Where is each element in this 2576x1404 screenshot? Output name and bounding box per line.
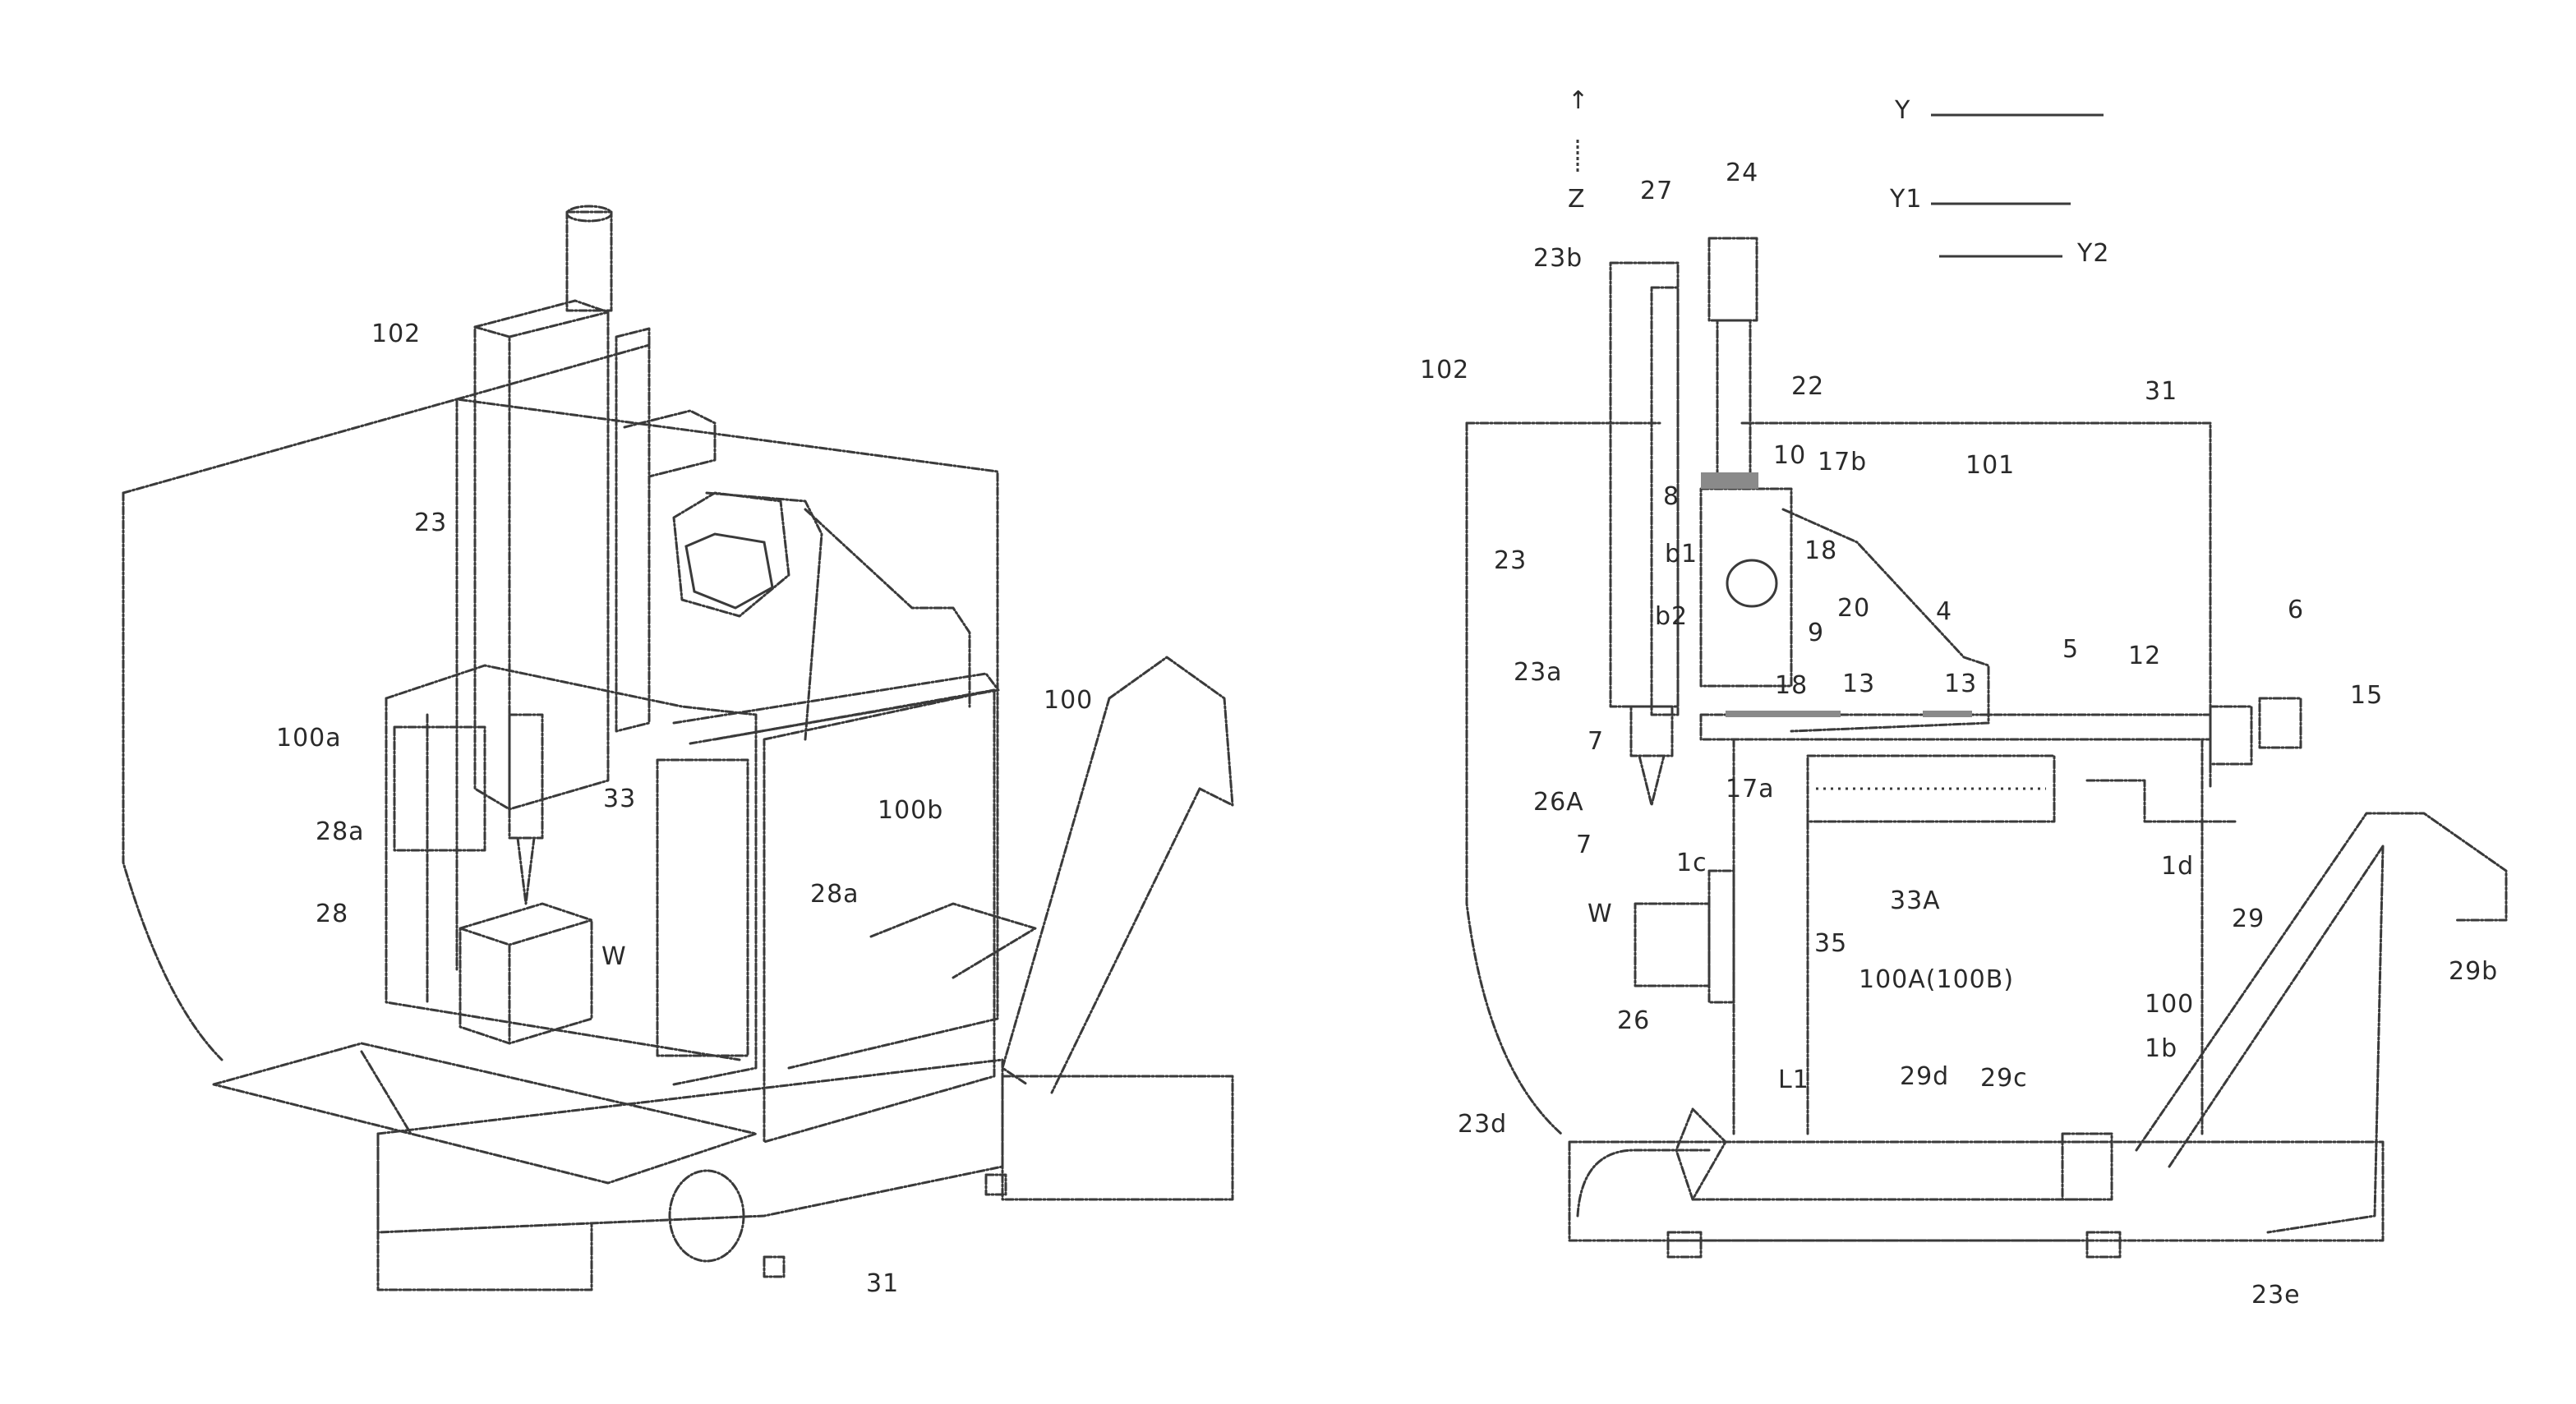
label-15: 15 [2350,684,2383,708]
label-L1: L1 [1778,1068,1809,1093]
label-33A: 33A [1890,889,1941,914]
label-26A: 26A [1533,790,1584,815]
label-23-right: 23 [1494,549,1527,573]
label-23e: 23e [2251,1283,2301,1308]
label-23a: 23a [1514,661,1563,685]
label-1d: 1d [2161,854,2194,879]
label-100b: 100b [878,799,943,823]
axis-z-label: Z [1568,187,1586,212]
label-33: 33 [603,787,636,812]
axis-y-label: Y [1895,99,1910,123]
label-100-left: 100 [1044,688,1093,713]
label-31-left: 31 [866,1272,899,1296]
label-28a-left: 28a [316,820,365,845]
label-1b: 1b [2145,1037,2177,1061]
label-W-right: W [1588,902,1613,927]
label-17a: 17a [1726,777,1775,802]
label-13-right: 13 [1944,672,1977,697]
label-100a: 100a [276,726,342,751]
label-24: 24 [1726,161,1758,186]
label-4: 4 [1936,600,1952,624]
label-28a-right: 28a [810,882,859,907]
label-26: 26 [1617,1009,1650,1033]
label-102-right: 102 [1420,358,1469,383]
axis-y1-label: Y1 [1890,187,1922,212]
label-12: 12 [2128,644,2161,669]
label-102: 102 [371,322,421,347]
label-18-upper: 18 [1804,539,1837,564]
label-23d: 23d [1458,1112,1507,1137]
label-23: 23 [414,511,447,536]
label-b1: b1 [1665,542,1698,567]
label-b2: b2 [1655,605,1688,629]
label-18-lower: 18 [1775,674,1808,698]
label-5: 5 [2062,638,2079,662]
label-101: 101 [1965,453,2015,478]
label-13-left: 13 [1842,672,1875,697]
label-1c: 1c [1676,851,1707,876]
label-100A-100B: 100A(100B) [1859,968,2014,992]
label-W-left: W [601,945,627,969]
label-17b: 17b [1818,450,1867,475]
label-22: 22 [1791,375,1824,399]
label-28: 28 [316,902,348,927]
label-31-right: 31 [2145,380,2177,404]
label-35: 35 [1814,932,1847,956]
label-100-right: 100 [2145,992,2194,1017]
label-27: 27 [1640,179,1673,204]
label-7-lower: 7 [1576,833,1592,858]
label-9: 9 [1808,621,1824,646]
label-20: 20 [1837,596,1870,621]
label-29c: 29c [1980,1066,2028,1091]
label-8: 8 [1663,485,1680,509]
label-7-upper: 7 [1588,730,1604,754]
label-23b: 23b [1533,246,1583,271]
label-6: 6 [2288,598,2304,623]
axis-z-arrow: ↑ [1568,89,1589,113]
axis-y2-label: Y2 [2077,242,2109,266]
label-29: 29 [2232,907,2265,932]
label-29b: 29b [2449,960,2498,984]
label-10: 10 [1773,444,1806,468]
label-29d: 29d [1900,1065,1949,1089]
